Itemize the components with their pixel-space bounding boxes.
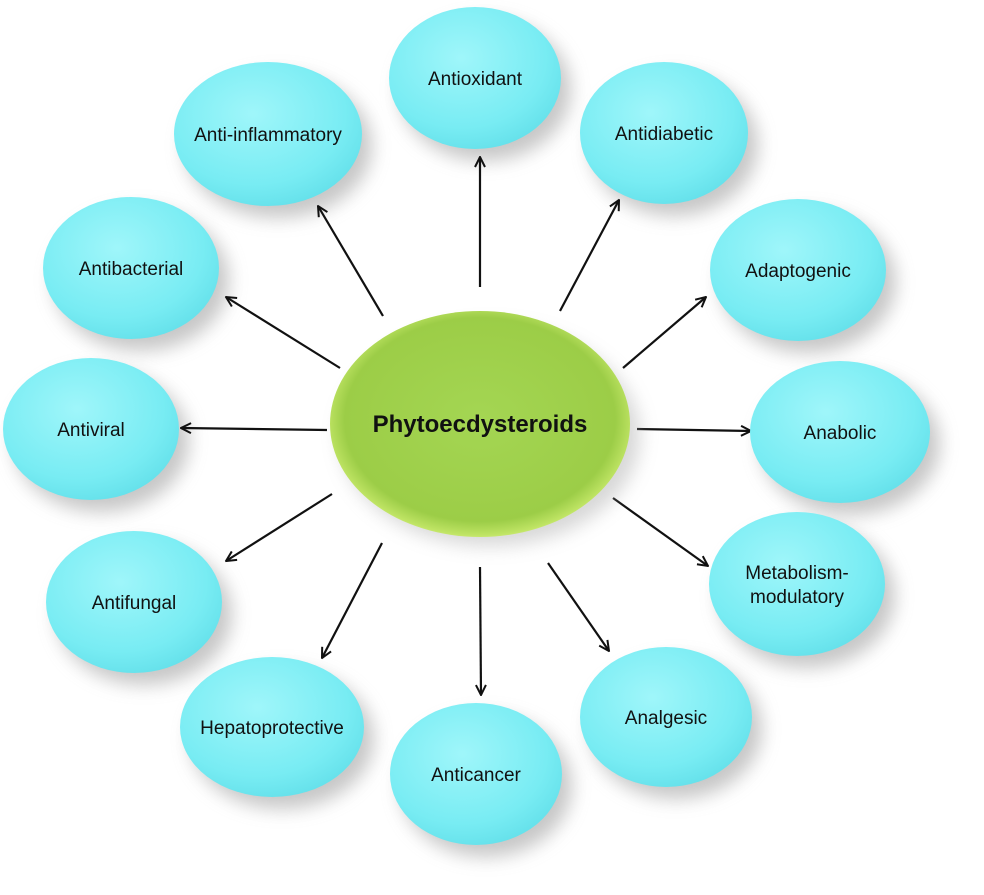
node-ellipse-anabolic [750,361,930,503]
center-label: Phytoecdysteroids [373,411,588,438]
node-ellipse-antibacterial [43,197,219,339]
arrow-to-metabolism-modulatory [612,497,708,566]
node-antibacterial: Antibacterial [43,197,219,339]
node-label-anabolic: Anabolic [804,423,877,444]
node-layer: AntioxidantAntidiabeticAdaptogenicAnabol… [3,7,930,845]
arrow-to-antifungal [226,493,333,561]
arrow-to-adaptogenic [622,297,706,369]
arrow-to-anabolic [636,429,751,431]
node-anabolic: Anabolic [750,361,930,503]
node-label-hepatoprotective: Hepatoprotective [200,718,344,739]
node-label-antioxidant: Antioxidant [428,69,523,90]
node-anticancer: Anticancer [390,703,562,845]
node-label-antibacterial: Antibacterial [79,259,184,280]
node-antiviral: Antiviral [3,358,179,500]
node-label-metabolism-modulatory-line-2: modulatory [750,587,844,608]
arrow-to-anti-inflammatory [318,206,384,317]
node-hepatoprotective: Hepatoprotective [180,657,364,797]
node-label-analgesic: Analgesic [625,708,707,729]
node-metabolism-modulatory: Metabolism-modulatory [709,512,885,656]
node-analgesic: Analgesic [580,647,752,787]
arrow-layer [181,157,751,695]
node-label-antiviral: Antiviral [57,420,125,441]
arrow-to-antibacterial [226,297,341,369]
node-ellipse-metabolism-modulatory [709,512,885,656]
node-ellipse-analgesic [580,647,752,787]
node-ellipse-adaptogenic [710,199,886,341]
node-antifungal: Antifungal [46,531,222,673]
arrow-to-antidiabetic [559,200,619,312]
node-label-anti-inflammatory: Anti-inflammatory [194,125,342,146]
node-adaptogenic: Adaptogenic [710,199,886,341]
node-ellipse-antifungal [46,531,222,673]
node-antidiabetic: Antidiabetic [580,62,748,204]
node-label-antifungal: Antifungal [92,593,177,614]
node-anti-inflammatory: Anti-inflammatory [174,62,362,206]
node-ellipse-antioxidant [389,7,561,149]
node-ellipse-anti-inflammatory [174,62,362,206]
arrow-to-analgesic [547,562,609,651]
node-ellipse-antiviral [3,358,179,500]
center-ellipse [330,311,630,537]
center-node: Phytoecdysteroids [330,311,640,546]
node-label-metabolism-modulatory-line-1: Metabolism- [745,563,848,584]
node-label-anticancer: Anticancer [431,765,521,786]
node-label-adaptogenic: Adaptogenic [745,261,851,282]
node-antioxidant: Antioxidant [389,7,561,149]
arrow-to-antiviral [181,428,328,430]
arrow-to-hepatoprotective [322,542,383,658]
node-ellipse-antidiabetic [580,62,748,204]
node-ellipse-anticancer [390,703,562,845]
node-ellipse-hepatoprotective [180,657,364,797]
node-label-antidiabetic: Antidiabetic [615,124,713,145]
arrow-to-anticancer [480,566,481,695]
